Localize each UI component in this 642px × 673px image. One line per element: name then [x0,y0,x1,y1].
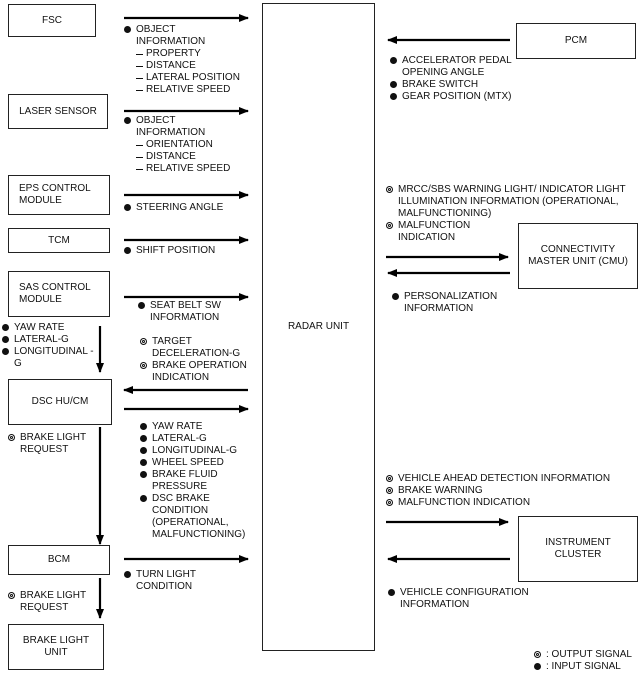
cmu-radar-signal: PERSONALIZATION INFORMATION [392,291,504,315]
radar-cmu-signal-group: MRCC/SBS WARNING LIGHT/ INDICATOR LIGHT … [386,184,642,244]
brake-light-unit-label: BRAKE LIGHT UNIT [22,635,90,658]
sas-label: SAS CONTROL MODULE [19,282,91,305]
brake-operation-indication-text: BRAKE OPERATION INDICATION [140,360,252,384]
dsc-brake-fluid-pressure: BRAKE FLUID PRESSURE [140,469,236,493]
sas-lateral-g: LATERAL-G [2,334,94,346]
sas-yaw-rate: YAW RATE [2,322,94,334]
radar-unit-label: RADAR UNIT [287,321,350,332]
fsc-sub-distance: DISTANCE [136,60,240,72]
cluster-malfunction-indication-text: MALFUNCTION INDICATION [385,497,610,509]
dsc-bcm-signal: BRAKE LIGHT REQUEST [8,432,98,456]
pcm-box: PCM [516,23,636,59]
sas-radar-signal: SEAT BELT SW INFORMATION [138,300,240,324]
laser-sub-orientation: ORIENTATION [136,139,236,151]
fsc-sub-property: PROPERTY [136,48,240,60]
cluster-radar-signal: VEHICLE CONFIGURATION INFORMATION [388,587,540,611]
pcm-signal-group: ACCELERATOR PEDAL OPENING ANGLE BRAKE SW… [390,55,520,103]
turn-light-condition-text: TURN LIGHT CONDITION [124,569,206,593]
pcm-label: PCM [564,35,588,46]
bcm-label: BCM [47,554,71,565]
legend-output-signal: : OUTPUT SIGNAL [534,649,632,660]
dsc-hu-cm-box: DSC HU/CM [8,379,112,425]
dsc-longitudinal-g: LONGITUDINAL-G [140,445,250,457]
dsc-brake-condition: DSC BRAKE CONDITION (OPERATIONAL, MALFUN… [140,493,250,541]
accelerator-pedal-text: ACCELERATOR PEDAL OPENING ANGLE [390,55,520,79]
brake-light-request-1: BRAKE LIGHT REQUEST [8,432,98,456]
laser-sensor-label: LASER SENSOR [19,105,97,117]
dsc-lateral-g: LATERAL-G [140,433,250,445]
laser-sub-distance: DISTANCE [136,151,236,163]
brake-light-request-2: BRAKE LIGHT REQUEST [8,590,98,614]
brake-warning-text: BRAKE WARNING [385,485,610,497]
target-deceleration-text: TARGET DECELERATION-G [140,336,252,360]
tcm-signal: SHIFT POSITION [123,245,216,257]
fsc-sub-lateral-position: LATERAL POSITION [136,72,240,84]
fsc-object-info: OBJECT INFORMATION [124,24,236,48]
laser-signal-group: OBJECT INFORMATION ORIENTATION DISTANCE … [124,115,236,175]
legend-input-signal: : INPUT SIGNAL [534,661,632,673]
tcm-box: TCM [8,228,110,253]
dsc-radar-signal-group: YAW RATE LATERAL-G LONGITUDINAL-G WHEEL … [140,421,250,541]
seat-belt-text: SEAT BELT SW INFORMATION [138,300,240,324]
radar-cluster-signal-group: VEHICLE AHEAD DETECTION INFORMATION BRAK… [385,473,611,509]
steering-angle-text: STEERING ANGLE [123,202,224,213]
sas-control-module-box: SAS CONTROL MODULE [8,271,110,317]
sas-longitudinal-g: LONGITUDINAL -G [2,346,94,369]
fsc-label: FSC [42,14,62,26]
laser-sub-relative-speed: RELATIVE SPEED [136,163,236,175]
cmu-label: CONNECTIVITY MASTER UNIT (CMU) [528,244,628,267]
vehicle-configuration-text: VEHICLE CONFIGURATION INFORMATION [388,587,540,611]
cluster-label: INSTRUMENT CLUSTER [545,537,611,560]
bcm-unit-signal: BRAKE LIGHT REQUEST [8,590,98,614]
fsc-box: FSC [8,4,96,37]
eps-control-module-box: EPS CONTROL MODULE [8,175,110,215]
cmu-box: CONNECTIVITY MASTER UNIT (CMU) [518,223,638,289]
fsc-sub-relative-speed: RELATIVE SPEED [136,84,240,96]
fsc-signal-group: OBJECT INFORMATION PROPERTY DISTANCE LAT… [124,24,240,96]
personalization-info-text: PERSONALIZATION INFORMATION [392,291,504,315]
radar-dsc-signal-group: TARGET DECELERATION-G BRAKE OPERATION IN… [140,336,252,384]
gear-position-text: GEAR POSITION (MTX) [390,91,520,103]
shift-position-text: SHIFT POSITION [123,245,216,256]
bcm-box: BCM [8,545,110,575]
tcm-label: TCM [48,234,70,246]
mrcc-warning-light-text: MRCC/SBS WARNING LIGHT/ INDICATOR LIGHT … [386,184,642,220]
laser-sensor-box: LASER SENSOR [8,94,108,129]
sas-dsc-signal-group: YAW RATE LATERAL-G LONGITUDINAL -G [2,322,94,370]
laser-object-info: OBJECT INFORMATION [124,115,236,139]
vehicle-ahead-detection-text: VEHICLE AHEAD DETECTION INFORMATION [385,473,611,484]
bcm-radar-signal: TURN LIGHT CONDITION [124,569,206,593]
legend: : OUTPUT SIGNAL : INPUT SIGNAL [534,649,632,673]
eps-signal: STEERING ANGLE [123,202,224,214]
dsc-wheel-speed: WHEEL SPEED [140,457,250,469]
eps-label: EPS CONTROL MODULE [19,183,91,206]
brake-light-unit-box: BRAKE LIGHT UNIT [8,624,104,670]
dsc-label: DSC HU/CM [31,396,89,407]
instrument-cluster-box: INSTRUMENT CLUSTER [518,516,638,582]
dsc-yaw-rate: YAW RATE [140,421,250,433]
cmu-malfunction-indication-text: MALFUNCTION INDICATION [386,220,498,244]
brake-switch-text: BRAKE SWITCH [390,79,520,91]
radar-unit-box: RADAR UNIT [262,3,375,651]
